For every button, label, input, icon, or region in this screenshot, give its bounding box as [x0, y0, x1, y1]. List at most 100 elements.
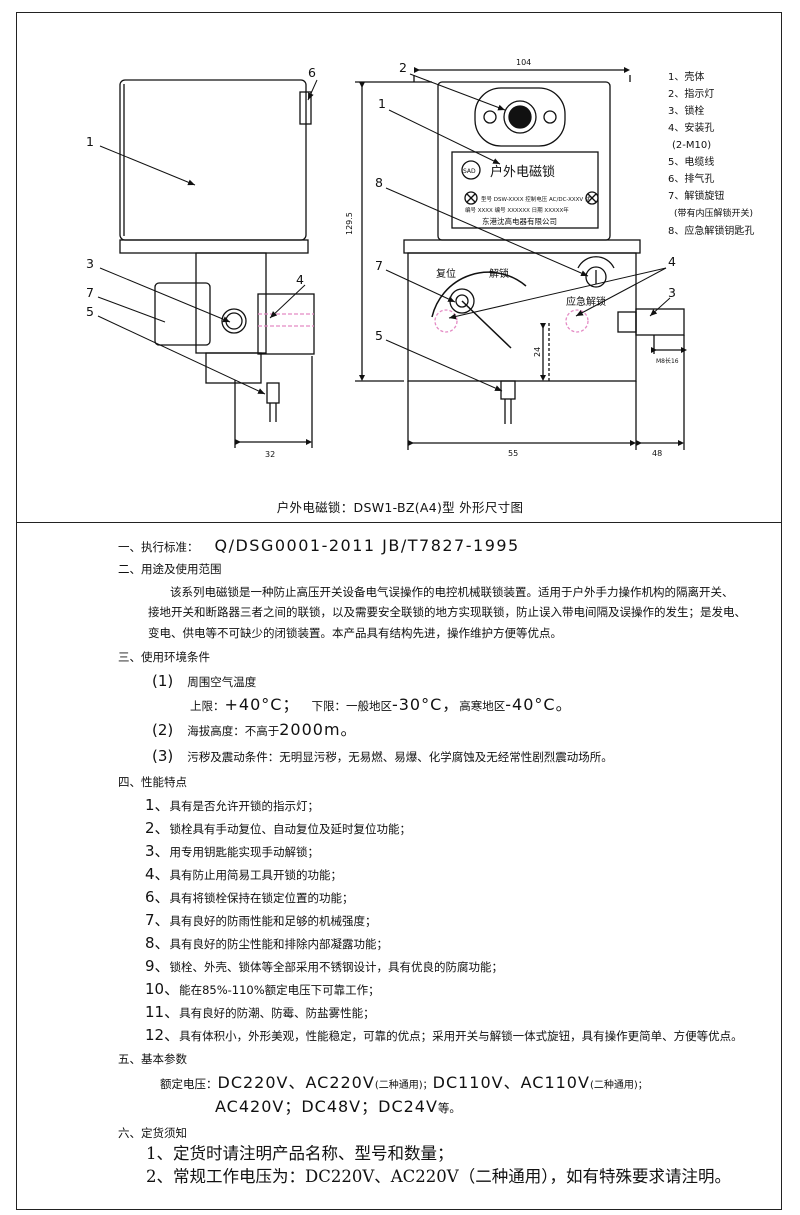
- usage-paragraph-2: 接地开关和断路器三者之间的联锁，以及需要安全联锁的地方实现联锁，防止误入带电间隔…: [148, 605, 746, 619]
- mount-hole-icon: [434, 309, 458, 333]
- feature-item: 10、能在85%-110%额定电压下可靠工作；: [145, 981, 380, 998]
- dim-width-top: 104: [516, 58, 531, 67]
- dim-front-bottom: 55: [508, 449, 518, 458]
- feature-item: 7、具有良好的防雨性能和足够的机械强度；: [145, 912, 377, 929]
- callout-3-side: 3: [86, 256, 94, 271]
- ordering-note-2: 2、常规工作电压为：DC220V、AC220V（二种通用），如有特殊要求请注明。: [146, 1167, 731, 1186]
- front-bolt-base: [617, 311, 637, 333]
- callout-1-front: 1: [378, 96, 386, 111]
- nameplate-serial: 编号 XXXX 编号 XXXXXX 日期 XXXXX年: [465, 206, 569, 214]
- feature-item: 6、具有将锁栓保持在锁定位置的功能；: [145, 889, 354, 906]
- callout-7-side: 7: [86, 285, 94, 300]
- feature-number: 10、: [145, 980, 180, 998]
- env-item-1: (1)周围空气温度: [152, 673, 256, 690]
- feature-item: 1、具有是否允许开锁的指示灯；: [145, 797, 319, 814]
- feature-number: 2、: [145, 819, 170, 837]
- feature-item: 11、具有良好的防潮、防霉、防盐雾性能；: [145, 1004, 375, 1021]
- legend-7: 7、解锁旋钮: [668, 189, 724, 202]
- standards-codes: Q/DSG0001-2011 JB/T7827-1995: [214, 536, 520, 555]
- env-1-text: 周围空气温度: [187, 675, 257, 689]
- legend-5: 5、电缆线: [668, 155, 714, 168]
- side-lower-body: [205, 352, 262, 384]
- outline-drawing: 1 6 3 4 7 5 1 2 8 7 4 3 5 104 129.5 32 5…: [86, 58, 754, 459]
- dim-left-bottom: 32: [265, 450, 275, 459]
- env-3-number: (3): [152, 747, 174, 765]
- feature-number: 3、: [145, 842, 170, 860]
- callout-5-side: 5: [86, 304, 94, 319]
- usage-paragraph-1: 该系列电磁锁是一种防止高压开关设备电气误操作的电控机械联锁装置。适用于户外手力操…: [170, 585, 734, 599]
- mount-hole-icon: [565, 309, 589, 333]
- ordering-note-1: 1、定货时请注明产品名称、型号和数量；: [146, 1144, 454, 1163]
- legend-3: 3、锁栓: [668, 104, 704, 117]
- drawing-frame: [16, 12, 782, 1210]
- voltage-line-1: 额定电压：DC220V、AC220V(二种通用)；DC110V、AC110V(二…: [160, 1075, 648, 1094]
- env-lower-label: 下限：一般地区: [311, 699, 392, 713]
- env-cold-value: -40°C。: [505, 695, 573, 714]
- feature-text: 用专用钥匙能实现手动解锁；: [169, 845, 320, 859]
- callout-7-front: 7: [375, 258, 383, 273]
- nameplate-title: 户外电磁锁: [490, 164, 555, 180]
- standards-line: 一、执行标准： Q/DSG0001-2011 JB/T7827-1995: [118, 538, 520, 555]
- emergency-keyhole-icon: [585, 266, 607, 288]
- feature-number: 1、: [145, 796, 170, 814]
- environment-title: 三、使用环境条件: [118, 650, 210, 664]
- usage-title: 二、用途及使用范围: [118, 562, 222, 576]
- front-flange: [403, 239, 641, 254]
- voltage-label: 额定电压：: [160, 1077, 218, 1091]
- legend-6: 6、排气孔: [668, 172, 714, 185]
- side-housing: [119, 79, 307, 241]
- feature-text: 具有良好的防潮、防霉、防盐雾性能；: [179, 1006, 375, 1020]
- env-item-3: (3) 污秽及震动条件：无明显污秽，无易燃、易爆、化学腐蚀及无经常性剧烈震动场所。: [152, 748, 613, 765]
- front-lock-bolt: [635, 308, 685, 336]
- feature-number: 6、: [145, 888, 170, 906]
- vent-hole: [299, 91, 312, 125]
- feature-text: 具有良好的防尘性能和排除内部凝露功能；: [169, 937, 389, 951]
- callout-3-front: 3: [668, 285, 676, 300]
- voltage-a-note: (二种通用)；: [374, 1080, 433, 1091]
- feature-text: 具有良好的防雨性能和足够的机械强度；: [169, 914, 377, 928]
- drawing-labels: 1 6 3 4 7 5 1 2 8 7 4 3 5 104 129.5 32 5…: [86, 58, 754, 459]
- env-lower-value: -30°C，: [391, 695, 460, 714]
- voltage-b: DC110V、AC110V: [432, 1073, 590, 1092]
- voltage-c-end: 等。: [437, 1101, 461, 1115]
- env-upper-label: 上限：: [190, 699, 225, 713]
- feature-number: 12、: [145, 1026, 180, 1044]
- callout-4-side: 4: [296, 272, 304, 287]
- side-bolt-circle: [221, 308, 247, 334]
- nameplate-model: 型号 DSW-XXXX 控制电压 AC/DC-XXXV 伏: [481, 195, 591, 203]
- legend-2: 2、指示灯: [668, 87, 714, 100]
- drawing-caption: 户外电磁锁：DSW1-BZ(A4)型 外形尺寸图: [276, 500, 524, 515]
- feature-text: 具有体积小，外形美观，性能稳定，可靠的优点；采用开关与解锁一体式旋钮，具有操作更…: [179, 1029, 743, 1043]
- dial-reset: 复位: [436, 267, 456, 280]
- feature-item: 9、锁栓、外壳、锁体等全部采用不锈钢设计，具有优良的防腐功能；: [145, 958, 503, 975]
- dim-height: 129.5: [345, 212, 354, 235]
- env-3-text: 污秽及震动条件：无明显污秽，无易燃、易爆、化学腐蚀及无经常性剧烈震动场所。: [187, 750, 613, 764]
- features-title: 四、性能特点: [118, 775, 187, 789]
- feature-text: 具有防止用简易工具开锁的功能；: [169, 868, 343, 882]
- callout-8: 8: [375, 175, 383, 190]
- side-cable-gland: [266, 382, 280, 404]
- env-temperature-line: 上限：+40°C；下限：一般地区-30°C，高寒地区-40°C。: [190, 697, 573, 714]
- side-bolt-housing: [154, 282, 211, 346]
- front-view: [355, 67, 687, 450]
- legend-4: 4、安装孔: [668, 121, 714, 134]
- voltage-c: AC420V；DC48V；DC24V: [215, 1097, 438, 1116]
- section-divider: [16, 522, 782, 523]
- standards-title: 一、执行标准：: [118, 540, 199, 554]
- env-2-value: 2000m。: [279, 720, 358, 739]
- callout-5-front: 5: [375, 328, 383, 343]
- legend-4-note: (2-M10): [672, 140, 711, 151]
- voltage-b-note: (二种通用)；: [589, 1080, 648, 1091]
- dial-unlock: 解锁: [489, 267, 509, 280]
- parameters-title: 五、基本参数: [118, 1052, 187, 1066]
- feature-text: 具有是否允许开锁的指示灯；: [169, 799, 320, 813]
- feature-number: 4、: [145, 865, 170, 883]
- env-upper-value: +40°C；: [224, 695, 300, 714]
- side-neck: [195, 252, 267, 354]
- legend-1: 1、壳体: [668, 70, 704, 83]
- nameplate-logo: SAD: [463, 168, 476, 175]
- indicator-lamp-icon: [508, 105, 532, 129]
- voltage-a: DC220V、AC220V: [217, 1073, 375, 1092]
- legend-7-note: (带有内压解锁开关): [674, 207, 753, 219]
- nameplate: [451, 151, 599, 229]
